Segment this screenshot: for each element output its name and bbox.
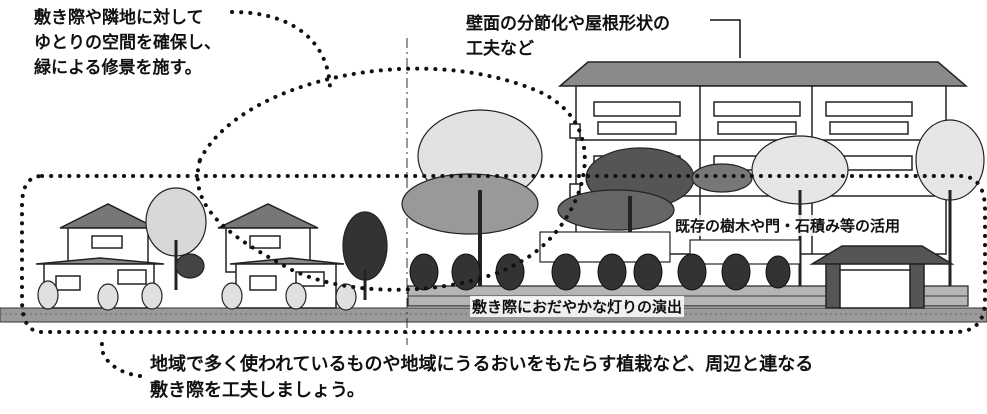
note-top-left-line-2: ゆとりの空間を確保し、 [34, 33, 221, 53]
caption: 地域で多く使われているものや地域にうるおいをもたらす植栽など、周辺と連なる 敷き… [150, 352, 813, 404]
hedge-shrubs [409, 253, 791, 291]
gate [809, 245, 955, 309]
note-top-right-line-2: 工夫など [466, 39, 534, 59]
label-gentle-lighting: 敷き際におだやかな灯りの演出 [470, 296, 685, 317]
caption-line-1: 地域で多く使われているものや地域にうるおいをもたらす植栽など、周辺と連なる [150, 354, 814, 375]
left-trees [37, 187, 388, 311]
leader-line [710, 19, 741, 58]
caption-line-2: 敷き際を工夫しましょう。 [150, 380, 365, 401]
note-top-left: 敷き際や隣地に対して ゆとりの空間を確保し、 緑による修景を施す。 [34, 6, 221, 81]
note-top-left-line-1: 敷き際や隣地に対して [34, 8, 204, 28]
note-top-right-line-1: 壁面の分節化や屋根形状の [466, 14, 670, 34]
note-top-left-line-3: 緑による修景を施す。 [34, 58, 202, 78]
dotted-outlines [20, 10, 987, 378]
note-top-right: 壁面の分節化や屋根形状の 工夫など [466, 12, 670, 62]
label-existing-trees-gate: 既存の樹木や門・石積み等の活用 [673, 215, 903, 236]
